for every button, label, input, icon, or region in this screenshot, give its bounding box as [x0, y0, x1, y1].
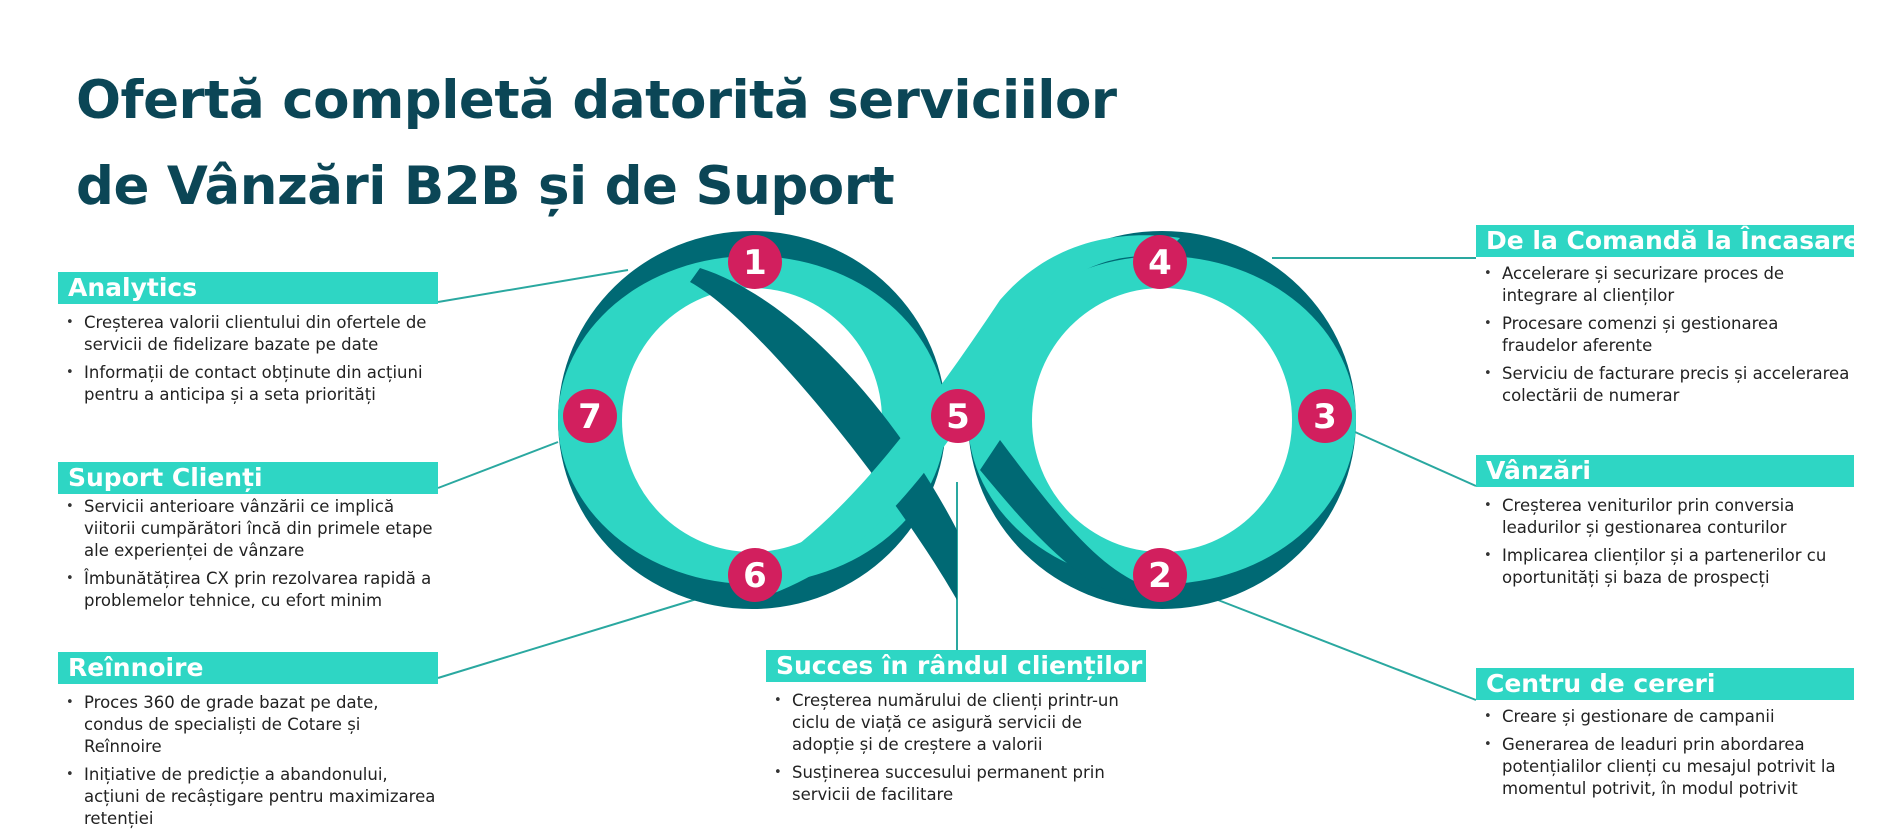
list-item: Informații de contact obținute din acțiu…: [58, 362, 438, 406]
list-item: Creare și gestionare de campanii: [1476, 706, 1854, 728]
badge-3-label: 3: [1313, 397, 1337, 437]
list-item: Creșterea valorii clientului din ofertel…: [58, 312, 438, 356]
section-suport-clienti-title: Suport Clienți: [58, 462, 438, 494]
connector-analytics: [437, 269, 629, 303]
section-succes-title: Succes în rândul clienților: [766, 650, 1146, 682]
badge-2-label: 2: [1148, 556, 1172, 596]
page-title-line-2: de Vânzări B2B și de Suport: [76, 156, 895, 217]
section-centru-list: Creare și gestionare de campanii Generar…: [1476, 706, 1854, 800]
badge-6: 6: [728, 548, 782, 602]
list-item: Susținerea succesului permanent prin ser…: [766, 762, 1146, 806]
list-item: Generarea de leaduri prin abordarea pote…: [1476, 734, 1854, 800]
list-item: Creșterea veniturilor prin conversia lea…: [1476, 495, 1854, 539]
section-reinnoire: Reînnoire Proces 360 de grade bazat pe d…: [58, 652, 438, 836]
list-item: Implicarea clienților și a partenerilor …: [1476, 545, 1854, 589]
list-item: Serviciu de facturare precis și accelera…: [1476, 363, 1854, 407]
page-title-line-1: Ofertă completă datorită serviciilor: [76, 70, 1117, 131]
list-item: Accelerare și securizare proces de integ…: [1476, 263, 1854, 307]
section-analytics-title: Analytics: [58, 272, 438, 304]
list-item: Inițiative de predicție a abandonului, a…: [58, 764, 438, 830]
badge-1-label: 1: [743, 243, 767, 283]
section-succes-list: Creșterea numărului de clienți printr-un…: [766, 690, 1146, 806]
connector-reinnoire: [437, 597, 701, 679]
connector-suport: [437, 441, 559, 489]
section-reinnoire-title: Reînnoire: [58, 652, 438, 684]
section-centru-title: Centru de cereri: [1476, 668, 1854, 700]
section-vanzari: Vânzări Creșterea veniturilor prin conve…: [1476, 455, 1854, 595]
connector-vanzari: [1354, 431, 1477, 487]
badge-7-label: 7: [578, 397, 602, 437]
badge-7: 7: [563, 389, 617, 443]
section-succes: Succes în rândul clienților Creșterea nu…: [766, 650, 1146, 812]
badge-4: 4: [1133, 235, 1187, 289]
badge-5-label: 5: [946, 397, 970, 437]
badge-5: 5: [931, 389, 985, 443]
badge-1: 1: [728, 235, 782, 289]
connector-centru: [1217, 599, 1477, 701]
section-centru: Centru de cereri Creare și gestionare de…: [1476, 668, 1854, 806]
badge-3: 3: [1298, 389, 1352, 443]
section-reinnoire-list: Proces 360 de grade bazat pe date, condu…: [58, 692, 438, 830]
list-item: Proces 360 de grade bazat pe date, condu…: [58, 692, 438, 758]
right-lobe: [968, 231, 1356, 609]
list-item: Îmbunătățirea CX prin rezolvarea rapidă …: [58, 568, 438, 612]
section-comanda-title: De la Comandă la Încasare: [1476, 225, 1860, 257]
page-title: Ofertă completă datorită serviciilor de …: [76, 58, 1117, 230]
section-comanda: De la Comandă la Încasare Accelerare și …: [1476, 225, 1860, 413]
connector-lines: [437, 257, 1477, 701]
section-vanzari-title: Vânzări: [1476, 455, 1854, 487]
section-analytics-list: Creșterea valorii clientului din ofertel…: [58, 312, 438, 406]
section-suport-clienti: Suport Clienți Servicii anterioare vânză…: [58, 462, 438, 618]
section-vanzari-list: Creșterea veniturilor prin conversia lea…: [1476, 495, 1854, 589]
section-suport-clienti-list: Servicii anterioare vânzării ce implică …: [58, 496, 438, 612]
list-item: Servicii anterioare vânzării ce implică …: [58, 496, 438, 562]
list-item: Creșterea numărului de clienți printr-un…: [766, 690, 1146, 756]
badge-4-label: 4: [1148, 243, 1172, 283]
badge-2: 2: [1133, 548, 1187, 602]
section-analytics: Analytics Creșterea valorii clientului d…: [58, 272, 438, 412]
section-comanda-list: Accelerare și securizare proces de integ…: [1476, 263, 1854, 407]
list-item: Procesare comenzi și gestionarea fraudel…: [1476, 313, 1854, 357]
crossing-band-dark-lower: [980, 440, 1150, 608]
badge-6-label: 6: [743, 556, 767, 596]
